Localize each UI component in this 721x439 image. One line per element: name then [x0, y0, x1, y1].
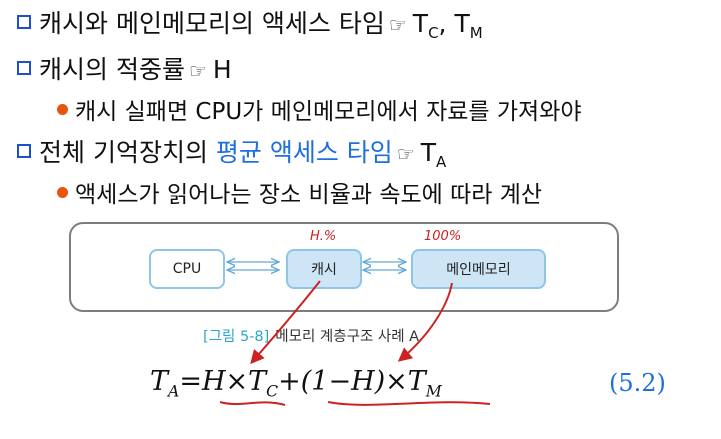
symbol-t: T	[420, 138, 437, 167]
formula-term-cache: =H×T	[179, 366, 267, 397]
cpu-node: CPU	[149, 249, 225, 289]
red-underline-cache	[219, 401, 286, 406]
square-bullet-icon	[17, 15, 31, 29]
pointing-hand-icon: ☞	[188, 59, 207, 83]
caption-text: 메모리 계층구조 사례 A	[275, 329, 420, 345]
symbol-h: H	[212, 55, 232, 84]
cache-node: 캐시	[286, 249, 362, 289]
figure-caption: [그림 5-8] 메모리 계층구조 사례 A	[203, 325, 419, 346]
annotation-hit-percent: H.%	[310, 229, 337, 244]
formula-term-main-sub: M	[425, 381, 442, 401]
subscript-m: M	[469, 24, 483, 42]
bullet-text: 전체 기억장치의	[39, 138, 216, 167]
equation-number: (5.2)	[609, 369, 666, 397]
subbullet-cache-miss: 캐시 실패면 CPU가 메인메모리에서 자료를 가져와야	[57, 92, 582, 126]
red-underline-main	[327, 401, 491, 406]
square-bullet-icon	[17, 144, 31, 158]
subscript-a: A	[436, 153, 447, 171]
figure-number: [그림 5-8]	[203, 329, 270, 345]
bullet-text: 캐시의 적중률	[39, 55, 185, 84]
bullet-hit-ratio: 캐시의 적중률☞H	[17, 50, 232, 86]
formula-lhs-sub: A	[168, 381, 180, 401]
subbullet-calculation: 액세스가 읽어나는 장소 비율과 속도에 따라 계산	[57, 175, 542, 209]
symbol-t: T	[412, 9, 429, 38]
square-bullet-icon	[17, 61, 31, 75]
memory-hierarchy-figure: CPU 캐시 메인메모리	[69, 222, 619, 312]
circle-bullet-icon	[57, 104, 68, 115]
circle-bullet-icon	[57, 187, 68, 198]
bullet-average-access: 전체 기억장치의 평균 액세스 타임☞TA	[17, 133, 446, 171]
bullet-text: 액세스가 읽어나는 장소 비율과 속도에 따라 계산	[75, 182, 543, 208]
annotation-full-percent: 100%	[424, 229, 462, 244]
subscript-c: C	[428, 24, 439, 42]
pointing-hand-icon: ☞	[396, 142, 415, 166]
bullet-text: 캐시 실패면 CPU가 메인메모리에서 자료를 가져와야	[75, 99, 582, 125]
main-memory-node: 메인메모리	[411, 249, 546, 289]
formula-term-cache-sub: C	[266, 381, 279, 401]
formula-term-main: +(1−H)×T	[278, 366, 426, 397]
formula-lhs: T	[150, 366, 169, 397]
highlight-text: 평균 액세스 타임	[215, 138, 393, 167]
average-access-formula: TA=H×TC+(1−H)×TM	[150, 366, 442, 400]
bullet-text: 캐시와 메인메모리의 액세스 타임	[39, 9, 385, 38]
symbol-sep: , T	[438, 9, 470, 38]
pointing-hand-icon: ☞	[388, 13, 407, 37]
bullet-access-time: 캐시와 메인메모리의 액세스 타임☞TC, TM	[17, 4, 483, 42]
